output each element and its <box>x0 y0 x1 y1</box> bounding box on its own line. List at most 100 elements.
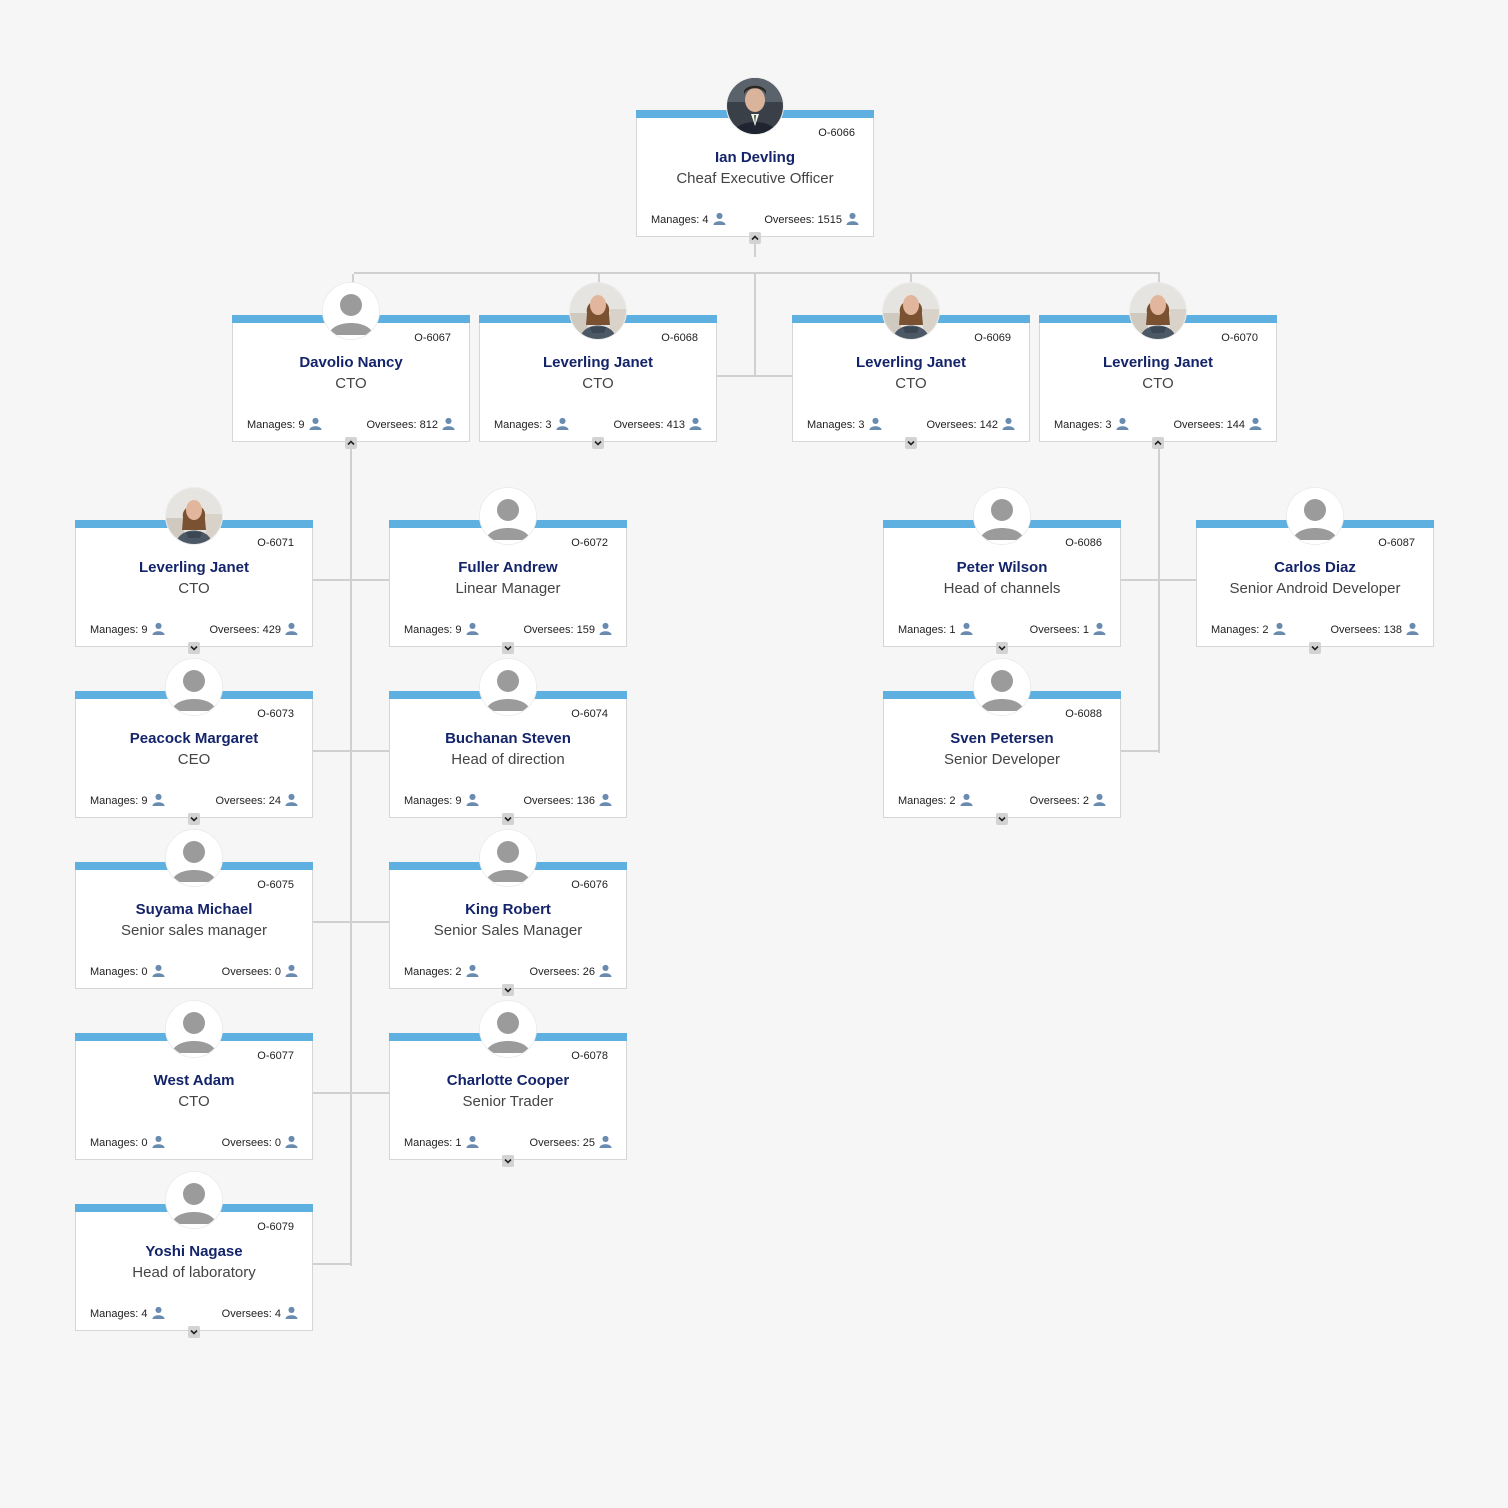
manages-label: Manages: <box>90 966 139 978</box>
employee-title: CTO <box>1142 375 1174 392</box>
employee-title: Head of direction <box>451 751 565 768</box>
connector-line <box>754 274 756 377</box>
oversees-label: Oversees: <box>613 419 664 431</box>
manages-count: Manages: 9 <box>90 793 165 807</box>
oversees-value: 1515 <box>817 214 842 226</box>
manages-label: Manages: <box>898 624 947 636</box>
employee-name: Leverling Janet <box>1102 354 1214 371</box>
manages-label: Manages: <box>494 419 543 431</box>
connector-line <box>313 1092 389 1094</box>
person-icon <box>151 1135 165 1148</box>
manages-value: 9 <box>141 795 148 807</box>
avatar <box>166 659 222 715</box>
person-icon <box>1406 622 1419 635</box>
employee-title: Senior Android Developer <box>1229 580 1401 597</box>
node-id: O-6068 <box>661 332 698 344</box>
node-id: O-6088 <box>1065 708 1102 720</box>
chevron-down-icon <box>998 816 1006 822</box>
node-id: O-6074 <box>571 708 608 720</box>
collapse-toggle-button[interactable] <box>749 232 761 244</box>
oversees-label: Oversees: <box>1029 624 1080 636</box>
expand-toggle-button[interactable] <box>1309 642 1321 654</box>
node-id: O-6070 <box>1221 332 1258 344</box>
oversees-label: Oversees: <box>366 419 417 431</box>
manages-label: Manages: <box>90 795 139 807</box>
expand-toggle-button[interactable] <box>502 1155 514 1167</box>
manages-label: Manages: <box>247 419 296 431</box>
person-icon <box>1272 622 1286 635</box>
manages-count: Manages: 2 <box>404 964 479 978</box>
oversees-value: 429 <box>262 624 281 636</box>
person-icon <box>1249 417 1262 430</box>
manages-count: Manages: 1 <box>404 1135 479 1149</box>
expand-toggle-button[interactable] <box>905 437 917 449</box>
manages-value: 3 <box>1105 419 1112 431</box>
expand-toggle-button[interactable] <box>188 1326 200 1338</box>
chevron-down-icon <box>998 645 1006 651</box>
avatar-placeholder-icon <box>480 659 536 715</box>
oversees-count: Oversees: 429 <box>209 622 298 636</box>
chevron-down-icon <box>190 1329 198 1335</box>
manages-label: Manages: <box>1211 624 1260 636</box>
oversees-count: Oversees: 812 <box>366 417 455 431</box>
oversees-value: 138 <box>1383 624 1402 636</box>
oversees-value: 24 <box>268 795 281 807</box>
collapse-toggle-button[interactable] <box>345 437 357 449</box>
node-id: O-6086 <box>1065 537 1102 549</box>
avatar-placeholder-icon <box>974 488 1030 544</box>
expand-toggle-button[interactable] <box>592 437 604 449</box>
employee-title: Head of laboratory <box>132 1264 256 1281</box>
avatar-placeholder-icon <box>1287 488 1343 544</box>
expand-toggle-button[interactable] <box>502 984 514 996</box>
person-icon <box>285 622 298 635</box>
avatar <box>166 1001 222 1057</box>
oversees-value: 142 <box>979 419 998 431</box>
person-icon <box>1093 793 1106 806</box>
employee-title: Cheaf Executive Officer <box>676 170 834 187</box>
expand-toggle-button[interactable] <box>996 813 1008 825</box>
expand-toggle-button[interactable] <box>188 813 200 825</box>
chevron-up-icon <box>751 235 759 241</box>
avatar-placeholder-icon <box>166 830 222 886</box>
expand-toggle-button[interactable] <box>188 642 200 654</box>
manages-count: Manages: 4 <box>90 1306 165 1320</box>
chevron-down-icon <box>190 816 198 822</box>
collapse-toggle-button[interactable] <box>1152 437 1164 449</box>
oversees-label: Oversees: <box>1029 795 1080 807</box>
manages-count: Manages: 0 <box>90 1135 165 1149</box>
avatar <box>480 659 536 715</box>
expand-toggle-button[interactable] <box>996 642 1008 654</box>
oversees-count: Oversees: 144 <box>1173 417 1262 431</box>
avatar <box>166 488 222 544</box>
oversees-value: 0 <box>274 966 281 978</box>
person-icon <box>442 417 455 430</box>
person-icon <box>959 793 973 806</box>
node-id: O-6077 <box>257 1050 294 1062</box>
person-icon <box>599 964 612 977</box>
expand-toggle-button[interactable] <box>502 813 514 825</box>
oversees-value: 2 <box>1082 795 1089 807</box>
manages-value: 9 <box>141 624 148 636</box>
person-icon <box>959 622 973 635</box>
person-icon <box>1002 417 1015 430</box>
employee-name: Davolio Nancy <box>299 354 403 371</box>
oversees-count: Oversees: 136 <box>523 793 612 807</box>
expand-toggle-button[interactable] <box>502 642 514 654</box>
